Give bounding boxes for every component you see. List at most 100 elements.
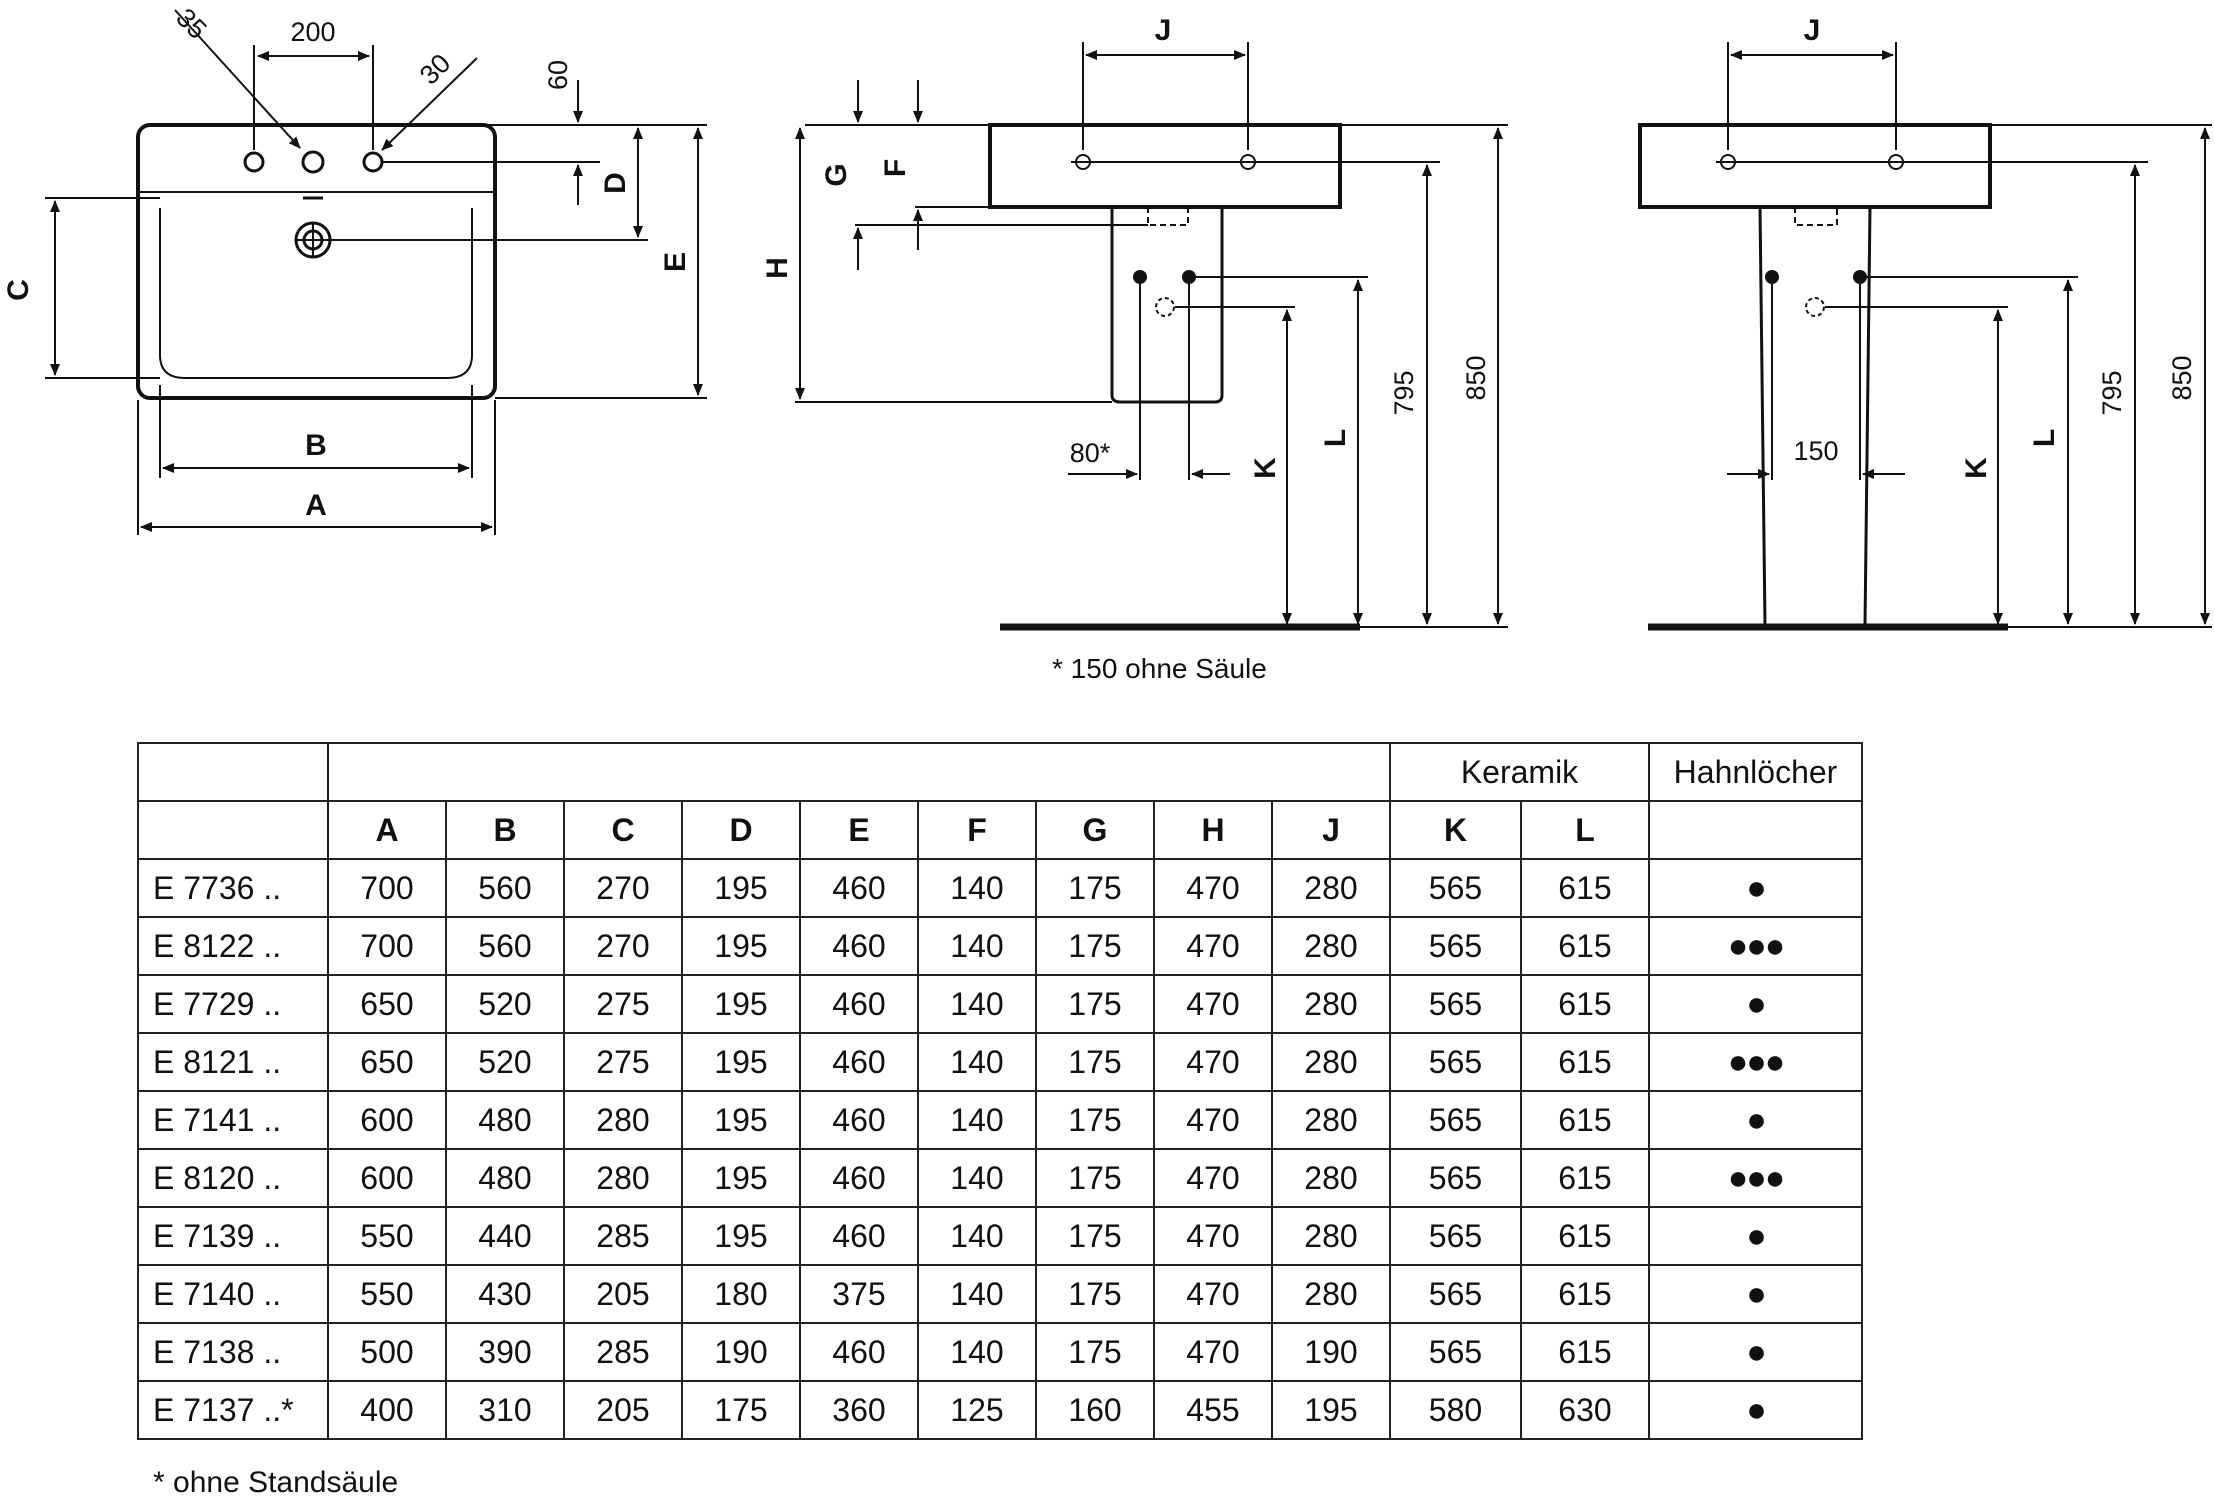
cell-g: 160	[1035, 1380, 1155, 1440]
cell-d: 180	[681, 1264, 801, 1324]
cell-j: 280	[1271, 1032, 1391, 1092]
side-view-semi-pedestal: J G F H 80* K L 795	[761, 14, 1508, 631]
cell-j: 280	[1271, 1264, 1391, 1324]
basin-side	[988, 123, 1342, 209]
cell-e: 460	[799, 1090, 919, 1150]
cell-h: 470	[1153, 1090, 1273, 1150]
tap-holes-indicator: ●	[1648, 974, 1863, 1034]
cell-a: 550	[327, 1264, 447, 1324]
dim-label-d: D	[599, 172, 632, 194]
cell-b: 310	[445, 1380, 565, 1440]
cell-c: 270	[563, 916, 683, 976]
cell-l: 615	[1520, 974, 1650, 1034]
model-number: E 7139 ..	[137, 1206, 329, 1266]
cell-k: 565	[1389, 1264, 1522, 1324]
column-header-d: D	[681, 800, 801, 860]
cell-h: 470	[1153, 1322, 1273, 1382]
supply-point-1	[1133, 270, 1147, 284]
column-header-e: E	[799, 800, 919, 860]
cell-d: 175	[681, 1380, 801, 1440]
column-header-holes	[1648, 800, 1863, 860]
cell-g: 175	[1035, 1264, 1155, 1324]
cell-j: 280	[1271, 916, 1391, 976]
cell-k: 565	[1389, 1206, 1522, 1266]
dim-label-j: J	[1155, 14, 1172, 47]
tap-holes-indicator: ●●●	[1648, 1032, 1863, 1092]
cell-f: 140	[917, 1032, 1037, 1092]
cell-e: 460	[799, 974, 919, 1034]
cell-a: 500	[327, 1322, 447, 1382]
cell-h: 470	[1153, 1264, 1273, 1324]
cell-b: 480	[445, 1148, 565, 1208]
column-header-k: K	[1389, 800, 1522, 860]
dim-795-value: 795	[1389, 370, 1419, 415]
dim-label-f: F	[879, 159, 912, 177]
model-number: E 7138 ..	[137, 1322, 329, 1382]
column-header-j: J	[1271, 800, 1391, 860]
model-number: E 8121 ..	[137, 1032, 329, 1092]
cell-g: 175	[1035, 1090, 1155, 1150]
column-header-a: A	[327, 800, 447, 860]
cell-k: 565	[1389, 1148, 1522, 1208]
tap-holes-indicator: ●●●	[1648, 916, 1863, 976]
pedestal-supply-point-1	[1765, 270, 1779, 284]
table-footnote: * ohne Standsäule	[153, 1466, 399, 1499]
overflow-offset-value: 60	[543, 60, 573, 90]
cell-l: 630	[1520, 1380, 1650, 1440]
cell-l: 615	[1520, 858, 1650, 918]
pedestal-dim-label-l: L	[2028, 429, 2061, 447]
dim-label-c: C	[2, 279, 35, 301]
column-header-g: G	[1035, 800, 1155, 860]
cell-c: 205	[563, 1380, 683, 1440]
cell-e: 460	[799, 916, 919, 976]
model-number: E 7729 ..	[137, 974, 329, 1034]
cell-k: 565	[1389, 916, 1522, 976]
cell-e: 460	[799, 1148, 919, 1208]
cell-k: 580	[1389, 1380, 1522, 1440]
cell-g: 175	[1035, 916, 1155, 976]
group-header-row: Keramik Hahnlöcher	[137, 742, 1863, 802]
column-header-model	[137, 800, 329, 860]
model-number: E 7141 ..	[137, 1090, 329, 1150]
cell-f: 125	[917, 1380, 1037, 1440]
cell-l: 615	[1520, 1264, 1650, 1324]
cell-f: 140	[917, 1148, 1037, 1208]
tap-hole-center	[301, 150, 325, 174]
cell-f: 140	[917, 1322, 1037, 1382]
cell-g: 175	[1035, 1322, 1155, 1382]
hole-spacing-value: 200	[290, 17, 335, 47]
tap-holes-indicator: ●●●	[1648, 1148, 1863, 1208]
cell-a: 400	[327, 1380, 447, 1440]
dim-150-value: 150	[1793, 436, 1838, 466]
cell-f: 140	[917, 1264, 1037, 1324]
model-number: E 7140 ..	[137, 1264, 329, 1324]
cell-a: 650	[327, 974, 447, 1034]
dim-label-l: L	[1319, 429, 1352, 447]
cell-g: 175	[1035, 1206, 1155, 1266]
cell-e: 460	[799, 858, 919, 918]
dim-label-e: E	[659, 252, 692, 272]
drawing-footnote: * 150 ohne Säule	[1052, 653, 1267, 684]
technical-drawing: 200 35 30 60 D E C B A	[2, 2, 2212, 631]
dim-label-b: B	[305, 429, 327, 462]
cell-l: 615	[1520, 916, 1650, 976]
cell-c: 285	[563, 1322, 683, 1382]
cell-b: 440	[445, 1206, 565, 1266]
cell-h: 470	[1153, 974, 1273, 1034]
cell-l: 615	[1520, 1322, 1650, 1382]
cell-a: 600	[327, 1148, 447, 1208]
cell-j: 280	[1271, 858, 1391, 918]
cell-c: 285	[563, 1206, 683, 1266]
cell-c: 270	[563, 858, 683, 918]
column-header-b: B	[445, 800, 565, 860]
cell-h: 470	[1153, 1206, 1273, 1266]
pedestal-dim-label-j: J	[1804, 14, 1821, 47]
dim-80-value: 80*	[1070, 438, 1111, 468]
cell-b: 520	[445, 1032, 565, 1092]
